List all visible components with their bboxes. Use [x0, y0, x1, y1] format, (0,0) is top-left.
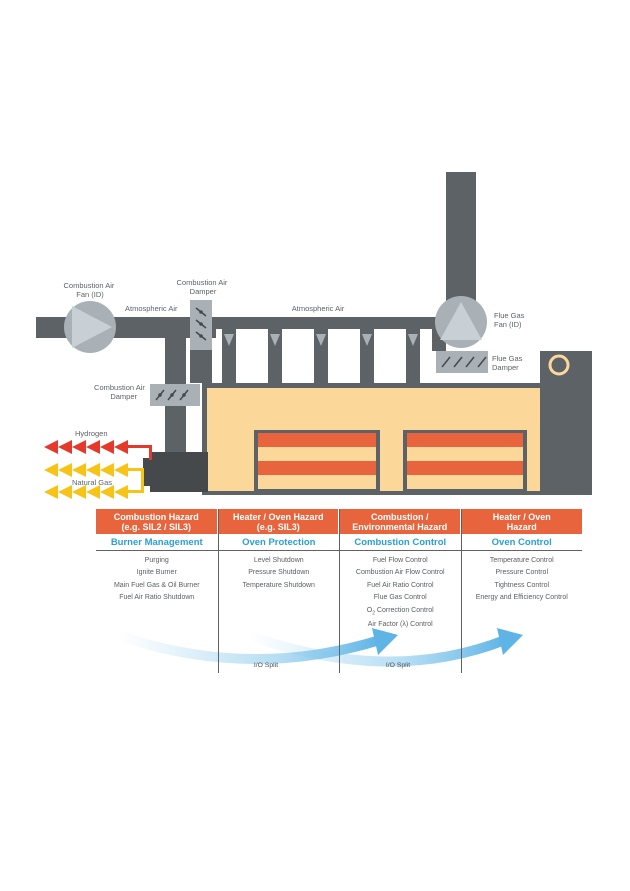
air-manifold	[212, 317, 446, 389]
combustion-air-fan-icon	[64, 301, 116, 353]
list-item: Fuel Flow Control	[372, 557, 428, 564]
list-item: Tightness Control	[494, 581, 550, 589]
column-subheader: Oven Control	[461, 534, 582, 551]
io-split-label-1: I/O Split	[254, 662, 278, 669]
list-item: Fuel Air Ratio Control	[366, 581, 434, 589]
combustion-air-fan-label: Combustion Air Fan (ID)	[64, 281, 117, 299]
column-header: Combustion Hazard (e.g. SIL2 / SIL3)	[96, 509, 218, 534]
air-flow-arrows	[224, 334, 418, 346]
list-item: Main Fuel Gas & Oil Burner	[113, 581, 200, 589]
flue-gas-damper-icon	[436, 351, 488, 373]
list-item: Level Shutdown	[253, 557, 304, 564]
column-subheader: Oven Protection	[218, 534, 339, 551]
burner	[143, 452, 208, 492]
column-subheader: Burner Management	[96, 534, 218, 551]
io-split-label-2: I/O Split	[386, 662, 410, 669]
atmospheric-air-left-label: Atmospheric Air	[125, 304, 178, 313]
list-item: Temperature Shutdown	[242, 581, 315, 589]
column-combustion-control: Combustion / Environmental Hazard Combus…	[339, 509, 461, 673]
io-split-arrow-1	[115, 628, 398, 665]
list-item: Ignite Burner	[136, 569, 177, 577]
hydrogen-feed-icon	[44, 440, 152, 460]
flue-gas-fan-icon	[435, 296, 487, 348]
column-subheader: Combustion Control	[340, 534, 461, 551]
natural-gas-feed-icon	[44, 463, 144, 499]
control-function-table: Combustion Hazard (e.g. SIL2 / SIL3) Bur…	[96, 509, 582, 673]
list-item: Pressure Control	[495, 569, 549, 577]
column-header: Heater / Oven Hazard	[461, 509, 582, 534]
flue-gas-damper-label: Flue Gas Damper	[492, 354, 525, 372]
column-oven-control: Heater / Oven Hazard Oven Control Temper…	[460, 509, 582, 673]
heating-elements	[254, 430, 527, 492]
io-split-arrow-2	[245, 628, 523, 667]
column-oven-protection: Heater / Oven Hazard (e.g. SIL3) Oven Pr…	[217, 509, 339, 673]
combustion-air-damper-horizontal-icon	[150, 384, 200, 406]
list-item: Fuel Air Ratio Shutdown	[119, 594, 195, 602]
natural-gas-label: Natural Gas	[72, 478, 112, 487]
hydrogen-label: Hydrogen	[75, 429, 108, 438]
combustion-air-damper-left-label: Combustion Air Damper	[94, 383, 147, 401]
combustion-air-damper-vertical-icon	[190, 300, 212, 350]
list-item: Energy and Efficiency Control	[475, 594, 568, 602]
list-item: Purging	[144, 557, 169, 564]
list-item: Temperature Control	[489, 557, 554, 564]
exhaust-port-icon	[548, 354, 570, 376]
combustion-air-damper-top-label: Combustion Air Damper	[177, 278, 230, 296]
column-burner-management: Combustion Hazard (e.g. SIL2 / SIL3) Bur…	[96, 509, 218, 673]
list-item: Flue Gas Control	[373, 594, 427, 602]
list-item: Air Factor (λ) Control	[367, 621, 433, 629]
list-item: Pressure Shutdown	[248, 569, 310, 577]
column-header: Heater / Oven Hazard (e.g. SIL3)	[218, 509, 339, 534]
flue-gas-fan-label: Flue Gas Fan (ID)	[494, 311, 527, 329]
column-header: Combustion / Environmental Hazard	[340, 509, 461, 534]
list-item: O2 Correction Control	[366, 606, 434, 617]
list-item: Combustion Air Flow Control	[355, 569, 445, 577]
atmospheric-air-top-label: Atmospheric Air	[292, 304, 345, 313]
